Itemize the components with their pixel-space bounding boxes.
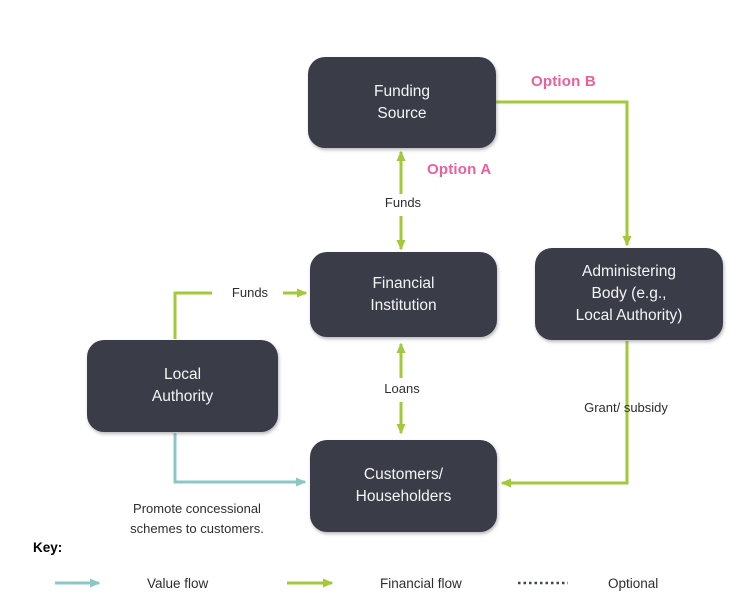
- key-label-optional: Optional: [608, 576, 659, 591]
- key-title: Key:: [33, 540, 63, 555]
- node-funding-source: Funding Source: [308, 57, 496, 148]
- key-label-financial-flow: Financial flow: [380, 576, 462, 591]
- key-label-value-flow: Value flow: [147, 576, 209, 591]
- label-option-b: Option B: [531, 73, 596, 90]
- label-grant-subsidy: Grant/ subsidy: [584, 400, 668, 415]
- edge-grant-subsidy: [500, 341, 629, 488]
- node-local-authority: Local Authority: [87, 340, 278, 432]
- node-financial-institution: Financial Institution: [310, 252, 497, 337]
- label-loans: Loans: [384, 381, 420, 396]
- node-administering-body: Administering Body (e.g., Local Authorit…: [535, 248, 723, 340]
- label-promote-schemes: Promote concessional schemes to customer…: [130, 501, 264, 536]
- edge-option-b: [496, 100, 632, 247]
- label-option-a: Option A: [427, 161, 492, 178]
- node-customers-householders: Customers/ Householders: [310, 440, 497, 532]
- edge-promote-value-flow: [173, 433, 307, 487]
- label-funds-left: Funds: [231, 285, 269, 300]
- label-funds-top: Funds: [384, 195, 422, 210]
- edge-la-funds-line: [173, 291, 212, 339]
